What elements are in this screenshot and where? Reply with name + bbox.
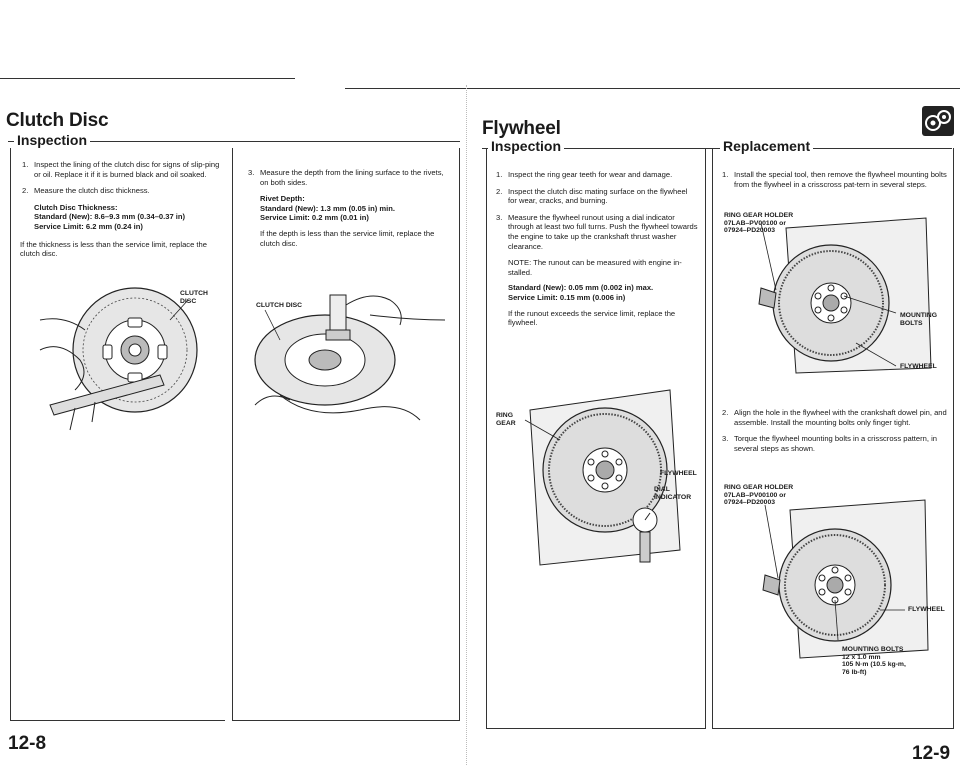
clutch-inspection-panel-2 xyxy=(232,148,460,721)
step-number: 2. xyxy=(722,408,729,417)
step-number: 1. xyxy=(22,160,29,169)
page-gutter xyxy=(466,85,467,765)
step-number: 3. xyxy=(496,212,503,222)
step-text: Measure the flywheel runout using a dial… xyxy=(508,212,698,251)
page-number-left: 12-8 xyxy=(8,733,47,754)
step-text: Torque the flywheel mounting bolts in a … xyxy=(734,434,938,453)
note-text: NOTE: The runout can be measured with en… xyxy=(508,258,682,277)
step-text: Install the special tool, then remove th… xyxy=(734,170,947,189)
flywheel-replacement-title: Replacement xyxy=(720,138,814,154)
right-page-title: Flywheel xyxy=(482,118,561,139)
label-flywheel: FLYWHEEL xyxy=(660,470,697,477)
replacement-steps-2-3: 2. Align the hole in the flywheel with th… xyxy=(720,408,948,460)
step-number: 1. xyxy=(496,170,503,179)
top-rule-center xyxy=(345,88,960,89)
step-text: Inspect the ring gear teeth for wear and… xyxy=(508,170,673,179)
clutch-col2-text: 3. Measure the depth from the lining surf… xyxy=(246,168,452,254)
spec-title: Clutch Disc Thickness: xyxy=(34,202,118,212)
spec-standard: Standard (New): 1.3 mm (0.05 in) min. xyxy=(260,203,396,213)
clutch-flywheel-icon xyxy=(922,106,954,136)
rivet-depth-illustration xyxy=(254,294,446,421)
spec-standard: Standard (New): 8.6–9.3 mm (0.34–0.37 in… xyxy=(34,212,186,222)
step-number: 2. xyxy=(22,186,29,196)
flywheel-removal-illustration xyxy=(758,217,932,374)
tool-label-2: RING GEAR HOLDER 07LAB–PV00100 or 07924–… xyxy=(724,484,794,507)
spec-limit: Service Limit: 0.15 mm (0.006 in) xyxy=(508,292,626,302)
label-clutch-disc: CLUTCH DISC xyxy=(180,290,208,305)
step-number: 1. xyxy=(722,170,729,179)
clutch-col1-text: 1. Inspect the lining of the clutch disc … xyxy=(20,160,226,265)
label-mounting-bolts-spec: MOUNTING BOLTS 12 x 1.0 mm 105 N·m (10.5… xyxy=(842,646,906,676)
left-page-title: Clutch Disc xyxy=(6,110,109,131)
left-title-rule xyxy=(8,141,460,142)
step-number: 3. xyxy=(722,434,729,444)
top-rule-left xyxy=(0,78,295,79)
step-text: Inspect the clutch disc mating surface o… xyxy=(508,186,688,206)
flywheel-runout-illustration xyxy=(524,389,681,566)
step-number: 2. xyxy=(496,186,503,196)
spec-title: Rivet Depth: xyxy=(260,194,305,204)
note-text: If the depth is less than the service li… xyxy=(260,228,435,248)
step-text: Measure the depth from the lining surfac… xyxy=(260,168,444,187)
label-ring-gear: RING GEAR xyxy=(496,412,516,427)
page-number-right: 12-9 xyxy=(912,743,951,764)
flywheel-replacement-panel xyxy=(712,148,954,729)
left-section-title: Inspection xyxy=(14,132,91,148)
clutch-inspection-panel-1 xyxy=(10,148,225,721)
label-dial-indicator: DIAL INDICATOR xyxy=(654,486,692,501)
replacement-step1: 1. Install the special tool, then remove … xyxy=(720,170,948,196)
label-flywheel-2: FLYWHEEL xyxy=(908,606,945,613)
flywheel-inspection-panel xyxy=(486,148,706,729)
spec-standard: Standard (New): 0.05 mm (0.002 in) max. xyxy=(508,283,654,293)
flywheel-inspection-text: 1. Inspect the ring gear teeth for wear a… xyxy=(494,170,698,334)
step-text: Align the hole in the flywheel with the … xyxy=(734,408,947,427)
flywheel-install-illustration xyxy=(762,499,929,659)
spec-limit: Service Limit: 6.2 mm (0.24 in) xyxy=(34,221,143,231)
right-title-rule xyxy=(482,148,952,149)
clutch-disc-caliper-illustration xyxy=(39,287,198,431)
spec-limit: Service Limit: 0.2 mm (0.01 in) xyxy=(260,213,369,223)
tool-label-1: RING GEAR HOLDER 07LAB–PV00100 or 07924–… xyxy=(724,212,794,235)
flywheel-inspection-title: Inspection xyxy=(488,138,565,154)
note-text: If the thickness is less than the servic… xyxy=(20,239,207,259)
note-text: If the runout exceeds the service limit,… xyxy=(508,308,676,328)
label-mounting-bolts: MOUNTING BOLTS xyxy=(900,312,938,327)
step-text: Inspect the lining of the clutch disc fo… xyxy=(34,160,220,179)
step-text: Measure the clutch disc thickness. xyxy=(34,186,150,196)
label-flywheel-1: FLYWHEEL xyxy=(900,363,937,370)
label-clutch-disc-2: CLUTCH DISC xyxy=(256,302,303,309)
step-number: 3. xyxy=(248,168,255,177)
